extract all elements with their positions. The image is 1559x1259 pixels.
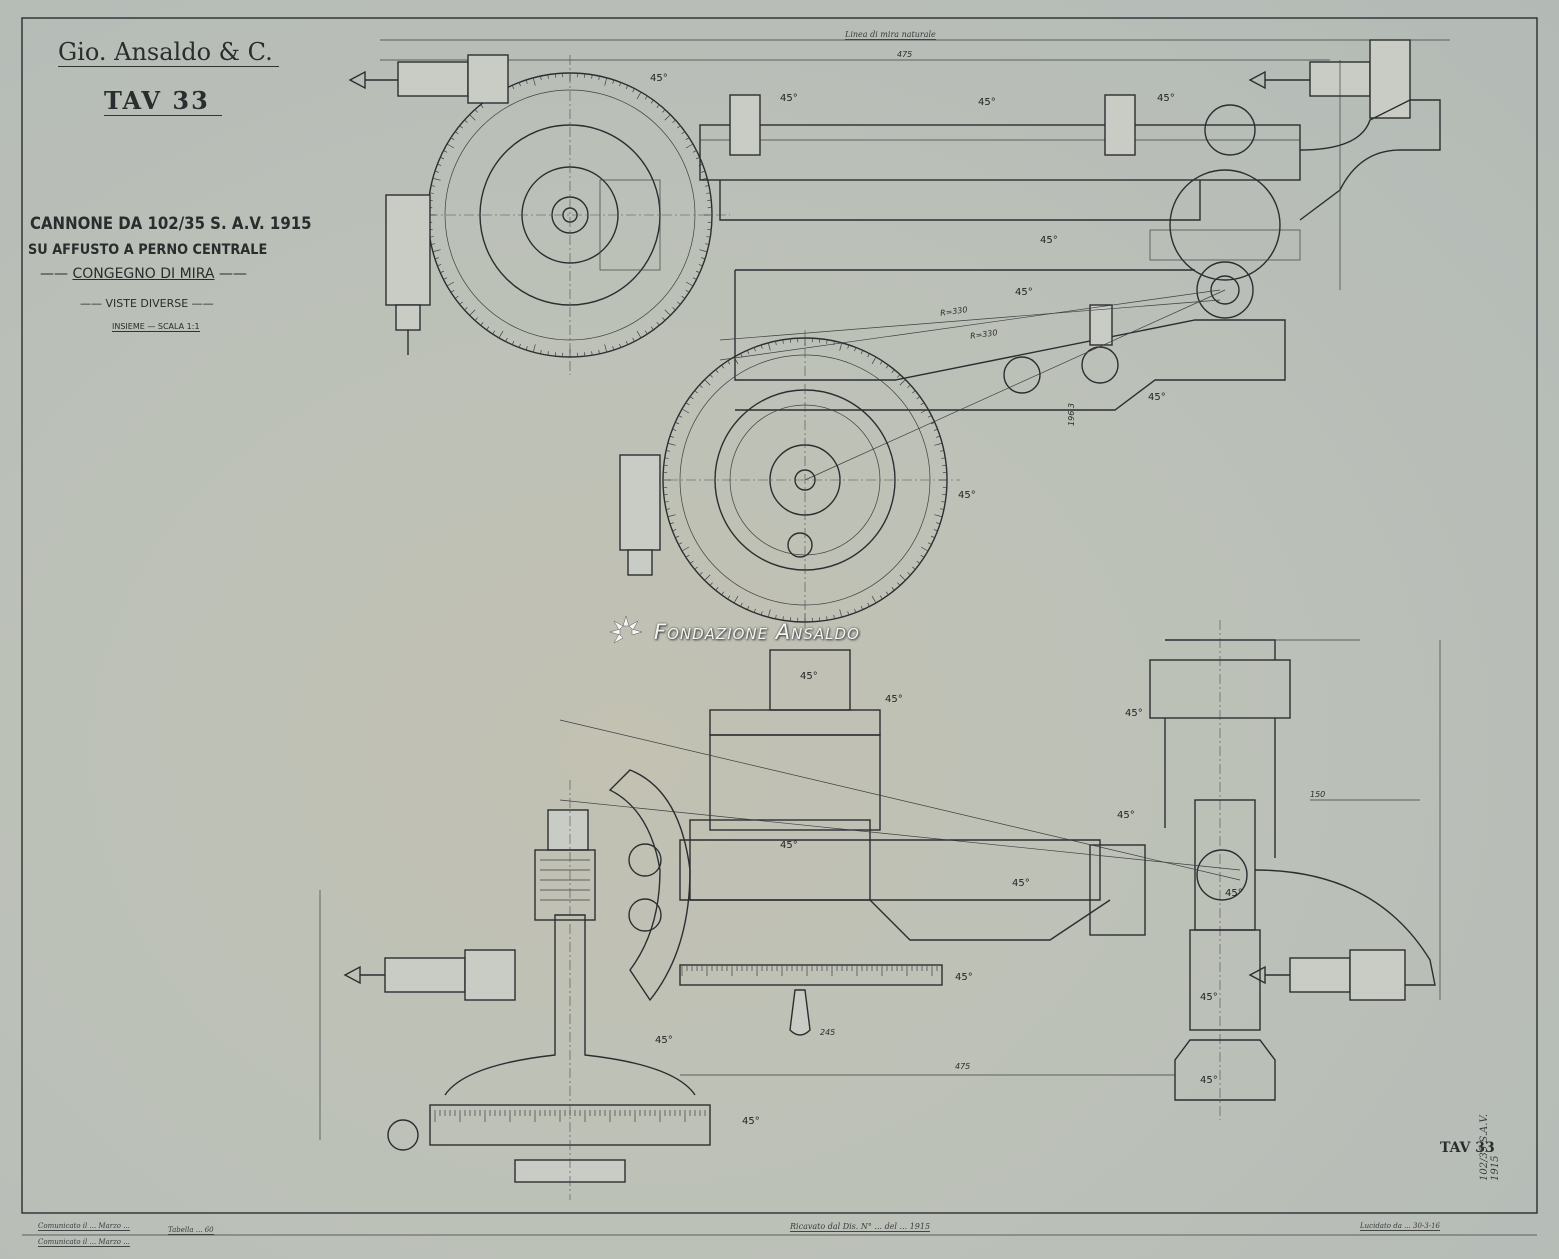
- drawing-scale: INSIEME — SCALA 1:1: [112, 322, 200, 332]
- middle-vertical-telescope: [619, 454, 661, 576]
- bottom-center-note: Ricavato dal Dis. N° ... del ... 1915: [790, 1222, 931, 1232]
- angle-label: 45°: [1225, 888, 1243, 899]
- drawing-views: —— VISTE DIVERSE ——: [80, 297, 214, 310]
- sheet-number: TAV 33: [104, 86, 222, 116]
- angle-label: 45°: [1015, 287, 1033, 298]
- dimension-lines: [319, 60, 1441, 1140]
- company-name: Gio. Ansaldo & C.: [58, 38, 279, 67]
- bottom-left-telescope: [343, 949, 516, 1001]
- angle-label: 45°: [885, 694, 903, 705]
- sight-bar: [699, 94, 1441, 221]
- sheet-number-bottom: TAV 33: [1440, 1140, 1495, 1156]
- dimension-top: 475: [897, 50, 913, 59]
- angle-label: 45°: [1117, 810, 1135, 821]
- bottom-left-note-2: Comunicato il ... Marzo ...: [38, 1238, 130, 1247]
- angle-label: 45°: [650, 73, 668, 84]
- angle-label: 45°: [655, 1035, 673, 1046]
- center-pedestal: [689, 649, 881, 901]
- angle-label: 45°: [1200, 1075, 1218, 1086]
- angle-label: 45°: [955, 972, 973, 983]
- angle-label: 45°: [780, 93, 798, 104]
- left-vertical-telescope: [385, 194, 431, 355]
- elevation-mechanism: [387, 769, 711, 1200]
- bottom-left-note-1: Comunicato il ... Marzo ...: [38, 1222, 130, 1231]
- dimension-245: 245: [820, 1028, 836, 1037]
- bottom-right-note: Lucidato da ... 30-3-16: [1360, 1222, 1441, 1231]
- angle-label: 45°: [780, 840, 798, 851]
- ansaldo-logo-icon: [609, 615, 643, 644]
- watermark-text: Fondazione Ansaldo: [654, 620, 860, 644]
- top-left-telescope: [348, 54, 509, 104]
- base-scale-ticks: [434, 1110, 706, 1122]
- angle-label: 45°: [1125, 708, 1143, 719]
- margin-note: 102/35 S.A.V. 1915: [1479, 1113, 1501, 1181]
- middle-dial-scale-ticks: [663, 338, 947, 622]
- angle-label: 45°: [1200, 992, 1218, 1003]
- drawing-frame: [21, 17, 1538, 1214]
- sight-line-label: Linea di mira naturale: [845, 30, 936, 40]
- deflection-scale: [679, 964, 943, 1036]
- drawing-part: —— CONGEGNO DI MIRA ——: [40, 266, 247, 282]
- dimension-150: 150: [1310, 790, 1326, 799]
- angle-label: 45°: [1148, 392, 1166, 403]
- middle-dial: [650, 330, 960, 630]
- dimension-bottom: 475: [955, 1062, 971, 1071]
- drawing-part-label: CONGEGNO DI MIRA: [72, 266, 215, 282]
- views-label: VISTE DIVERSE: [105, 297, 189, 310]
- angle-label: 45°: [800, 671, 818, 682]
- angle-label: 45°: [1012, 878, 1030, 889]
- pivot-hub: [719, 169, 1301, 481]
- bottom-left-note-3: Tabella ... 60: [168, 1226, 214, 1235]
- angle-label: 45°: [1157, 93, 1175, 104]
- angle-label: 45°: [978, 97, 996, 108]
- angle-label: 45°: [958, 490, 976, 501]
- drawing-title: CANNONE DA 102/35 S. A.V. 1915: [30, 214, 312, 234]
- top-right-telescope: [1248, 39, 1411, 119]
- horizontal-arm: [559, 719, 1436, 986]
- watermark: Fondazione Ansaldo: [606, 612, 860, 652]
- bottom-right-telescope: [1248, 949, 1406, 1001]
- angle-label: 45°: [1040, 235, 1058, 246]
- angle-label: 45°: [742, 1116, 760, 1127]
- drawing-subtitle: SU AFFUSTO A PERNO CENTRALE: [28, 242, 268, 258]
- dimension-196: 196,3: [1066, 403, 1076, 426]
- top-left-dial: [410, 55, 730, 375]
- sight-line-dimension: [380, 39, 1450, 61]
